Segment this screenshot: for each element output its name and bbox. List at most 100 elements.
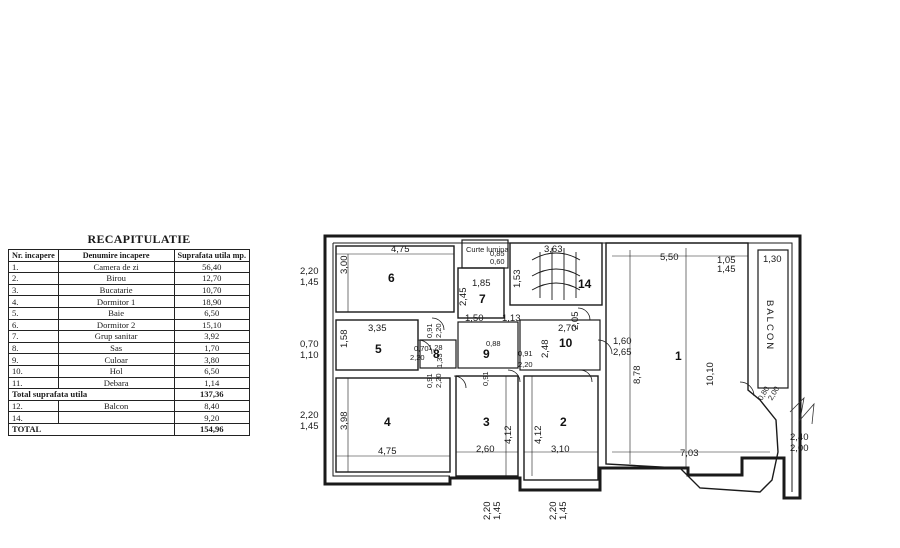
dim-label: 0,70 — [300, 339, 319, 350]
dim-label: 2,00 — [766, 385, 781, 402]
dim-label: 2,00 — [790, 443, 809, 454]
wall-room-10 — [519, 319, 601, 371]
dim-label: 4,12 — [503, 426, 514, 445]
dim-label: 1,05 — [717, 255, 736, 266]
wall-room-14 — [509, 242, 603, 306]
dim-label: 3,98 — [339, 412, 350, 431]
dim-label: 3,35 — [368, 323, 387, 334]
dim-label: 2,48 — [540, 340, 551, 359]
room-number-2: 2 — [560, 415, 567, 429]
dim-label: 1,45 — [300, 421, 319, 432]
wall-room-9 — [457, 321, 519, 369]
dim-label: 0,91 — [425, 373, 434, 388]
dim-label: 2,20 — [410, 353, 425, 362]
wall-room-8 — [419, 339, 457, 369]
dim-label: 4,75 — [391, 244, 410, 255]
dim-label: 2,20 — [482, 502, 493, 521]
room-number-10: 10 — [559, 336, 573, 350]
room-number-1: 1 — [675, 349, 682, 363]
dim-label: 1,60 — [613, 336, 632, 347]
wall-room-2 — [523, 375, 599, 481]
dim-label: 3,10 — [551, 444, 570, 455]
dim-label: 8,78 — [632, 366, 643, 385]
dim-label: 0,91 — [518, 349, 533, 358]
dim-label: 5,50 — [660, 252, 679, 263]
wall-room-4 — [335, 377, 451, 473]
dim-label: 3,63 — [544, 244, 563, 255]
dim-label: 2,20 — [300, 410, 319, 421]
dim-label: 2,70 — [558, 323, 577, 334]
dim-label: 1,45 — [300, 277, 319, 288]
room-number-6: 6 — [388, 271, 395, 285]
dim-label: 1,58 — [339, 330, 350, 349]
dim-label: 2,20 — [434, 373, 443, 388]
outer-wall-inner — [332, 242, 793, 492]
dim-label: 2,20 — [300, 266, 319, 277]
dimension-lines — [336, 248, 770, 476]
wall-balcony — [757, 249, 789, 389]
dim-label: 2,20 — [434, 323, 443, 338]
dim-label: 1,45 — [717, 264, 736, 275]
dim-label: 2,05 — [570, 312, 581, 331]
dim-label: 2,60 — [476, 444, 495, 455]
room-number-8: 8 — [433, 347, 440, 361]
wall-courtyard — [461, 239, 509, 269]
room-number-3: 3 — [483, 415, 490, 429]
dim-label: 2,20 — [548, 502, 559, 521]
dim-label: 1,53 — [512, 270, 523, 289]
dim-label: 0,91 — [425, 323, 434, 338]
dim-label: 0,85 — [490, 249, 505, 258]
balcony-label: BALCON — [764, 300, 775, 351]
dim-label: 1,10 — [300, 350, 319, 361]
wall-room-1 — [605, 242, 779, 493]
dim-label: 4,12 — [533, 426, 544, 445]
dim-label: 0,70 — [414, 344, 429, 353]
doors — [417, 307, 755, 397]
courtyard-label: Curte lumina — [466, 245, 509, 254]
walls — [323, 234, 802, 500]
outer-wall — [323, 234, 802, 500]
dim-label: 2,65 — [613, 347, 632, 358]
dim-label: 10,10 — [705, 362, 716, 386]
room-number-4: 4 — [384, 415, 391, 429]
recap-header-row: Nr. incapere Denumire incapere Suprafata… — [8, 249, 251, 262]
dim-label: 1,45 — [492, 502, 503, 521]
dim-label: 1,33 — [435, 353, 444, 368]
dim-label: 2,20 — [518, 360, 533, 369]
dim-label: 2,45 — [458, 288, 469, 307]
wall-room-5 — [335, 319, 419, 371]
wall-room-3 — [455, 375, 519, 477]
dim-label: 7,03 — [680, 448, 699, 459]
dim-label: 2,40 — [790, 432, 809, 443]
dim-label: 3,00 — [339, 256, 350, 275]
dim-label: 0,60 — [490, 257, 505, 266]
dim-label: 0,91 — [481, 371, 490, 386]
dim-label: 1,85 — [472, 278, 491, 289]
dimension-labels: 4,75 3,00 2,20 1,45 3,35 1,58 0,70 1,10 … — [300, 244, 809, 520]
dim-label: 1,50 — [465, 313, 484, 324]
staircase — [531, 248, 581, 300]
recap-table: Nr. incapere Denumire incapere Suprafata… — [8, 249, 251, 436]
dim-label: 1,45 — [558, 502, 569, 521]
room-number-5: 5 — [375, 342, 382, 356]
dim-label: 1,28 — [428, 343, 443, 352]
total-area: 154,96 — [173, 422, 251, 436]
dim-label: 4,75 — [378, 446, 397, 457]
room-number-14: 14 — [578, 277, 592, 291]
room-number-9: 9 — [483, 347, 490, 361]
dim-label: 0,88 — [486, 339, 501, 348]
wall-room-6 — [335, 245, 455, 313]
room-numbers: 6 5 4 7 8 9 10 3 2 1 14 Curte lumina BAL… — [375, 245, 775, 429]
recap-title: RECAPITULATIE — [87, 232, 191, 246]
dim-label: 1,13 — [502, 313, 521, 324]
